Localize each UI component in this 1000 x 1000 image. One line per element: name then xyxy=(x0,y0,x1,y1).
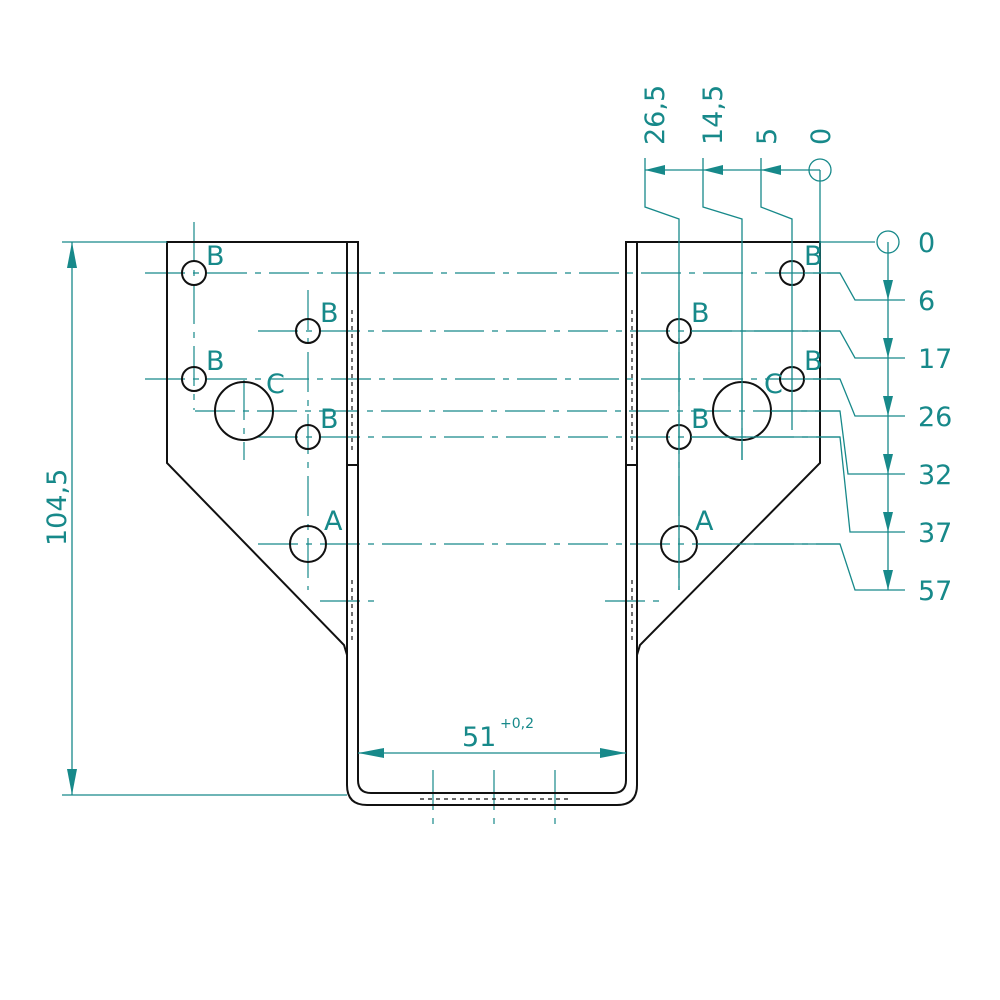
svg-text:A: A xyxy=(324,506,343,537)
hole-labels: B B B C B A B B B C B A xyxy=(206,241,823,537)
svg-text:B: B xyxy=(691,404,710,435)
svg-text:51: 51 xyxy=(462,722,496,753)
svg-text:B: B xyxy=(804,346,823,377)
part-outline xyxy=(166,241,821,806)
svg-text:0: 0 xyxy=(918,228,935,259)
svg-text:B: B xyxy=(691,298,710,329)
width-dimension: 51 +0,2 xyxy=(358,716,626,758)
svg-text:+0,2: +0,2 xyxy=(500,716,534,732)
svg-text:B: B xyxy=(320,298,339,329)
svg-text:14,5: 14,5 xyxy=(698,85,729,145)
svg-text:B: B xyxy=(804,241,823,272)
svg-text:B: B xyxy=(206,241,225,272)
svg-text:5: 5 xyxy=(752,128,783,145)
svg-text:104,5: 104,5 xyxy=(42,469,73,546)
svg-text:B: B xyxy=(206,346,225,377)
vertical-chain-dimension: 0 6 17 26 32 37 57 xyxy=(691,228,952,607)
svg-text:C: C xyxy=(764,369,783,400)
svg-text:26,5: 26,5 xyxy=(640,85,671,145)
svg-text:26: 26 xyxy=(918,402,952,433)
svg-text:17: 17 xyxy=(918,344,952,375)
svg-text:B: B xyxy=(320,404,339,435)
svg-text:57: 57 xyxy=(918,576,952,607)
svg-text:A: A xyxy=(695,506,714,537)
svg-text:37: 37 xyxy=(918,518,952,549)
svg-text:6: 6 xyxy=(918,286,935,317)
height-dimension: 104,5 xyxy=(42,241,347,796)
horizontal-chain-dimension: 26,5 14,5 5 0 xyxy=(640,85,837,590)
svg-text:0: 0 xyxy=(806,128,837,145)
svg-text:C: C xyxy=(266,369,285,400)
svg-text:32: 32 xyxy=(918,460,952,491)
